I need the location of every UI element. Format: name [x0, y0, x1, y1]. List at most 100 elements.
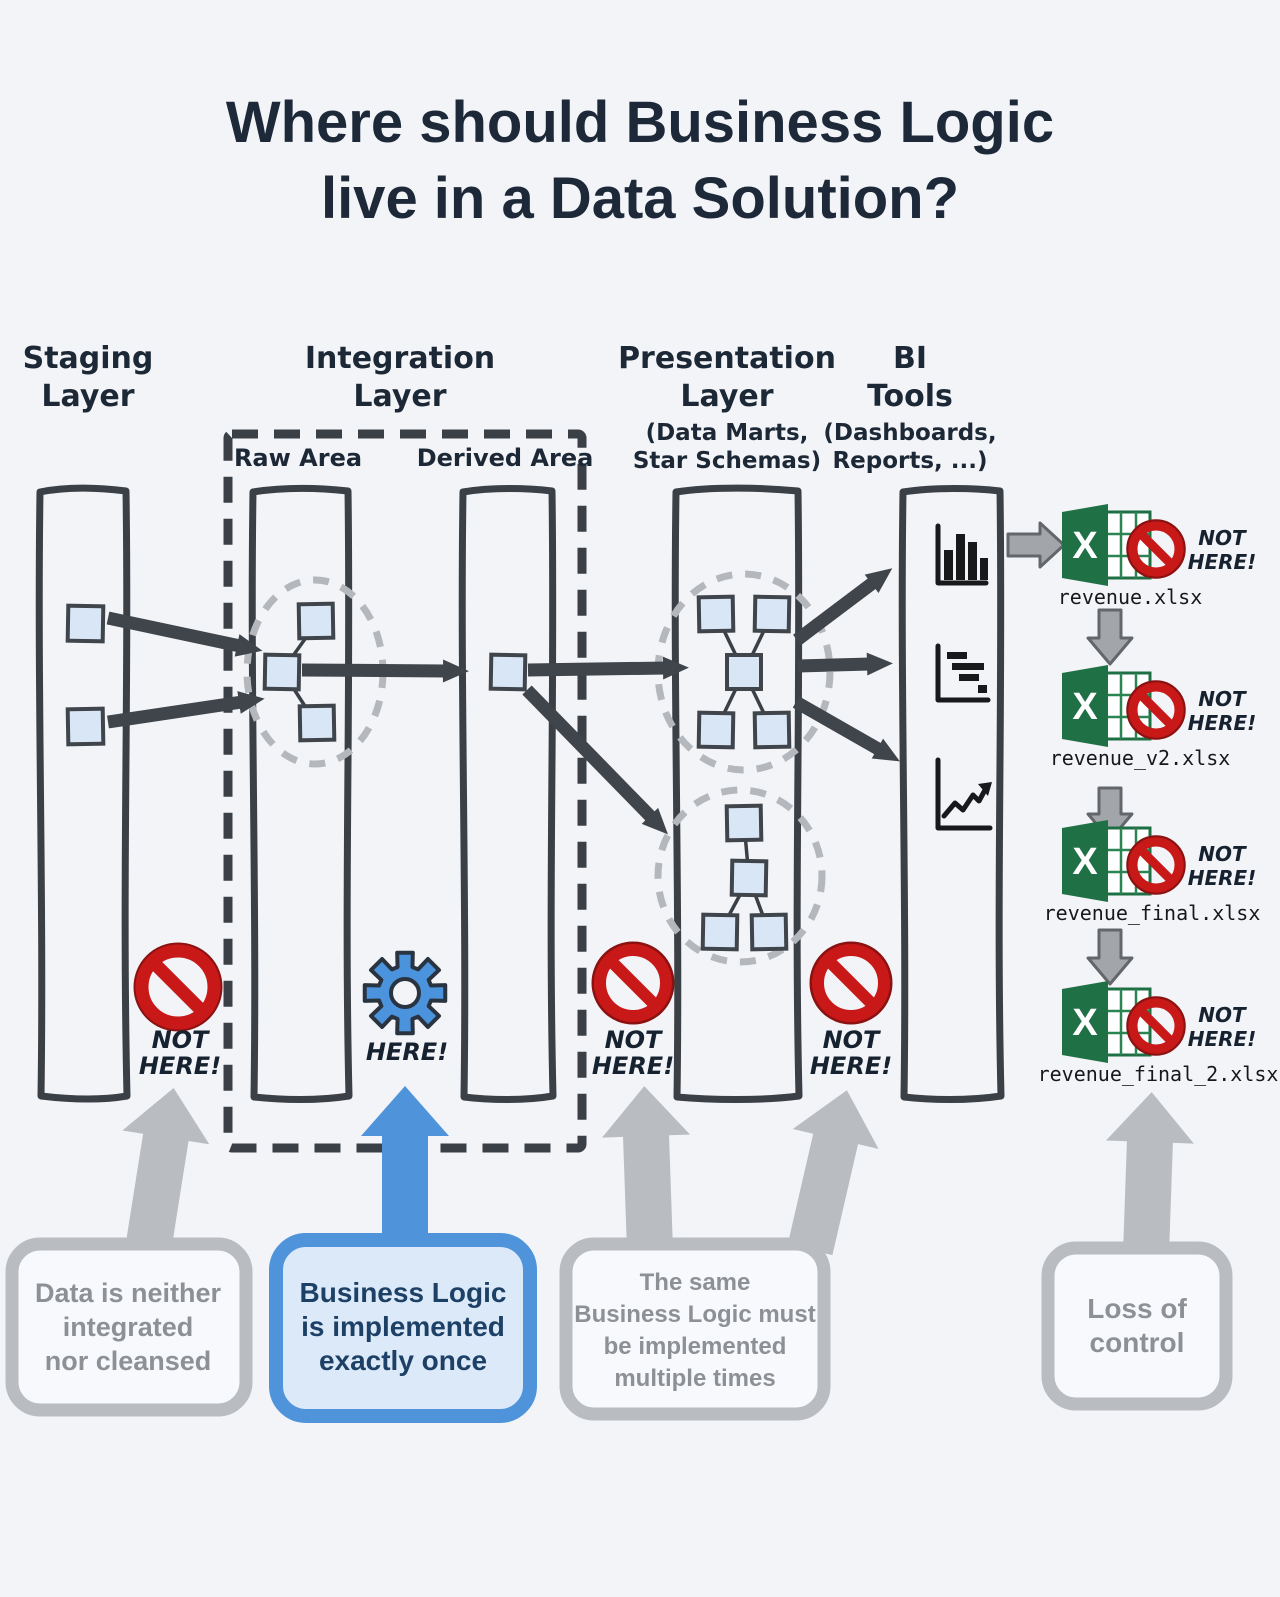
integration-layer-title-2: Layer [353, 379, 446, 414]
arrow-presentation-to-gantt [797, 652, 893, 676]
prohibition-icon [1126, 996, 1186, 1056]
presentation-verdict: NOT HERE! [591, 941, 675, 1080]
prohibition-icon [1126, 519, 1186, 579]
star-schema-upper [696, 594, 792, 750]
excel-item-2: X NOT HERE! revenue_v2.xlsx [1050, 665, 1257, 770]
prohibition-icon [591, 941, 675, 1025]
arrow-staging-to-raw-2 [107, 691, 265, 729]
verdict-label: HERE! [1188, 866, 1257, 890]
dimension-table [700, 912, 740, 952]
title-line-2: live in a Data Solution? [321, 166, 959, 231]
bar-chart-icon [935, 523, 989, 586]
callout-line: is implemented [301, 1311, 505, 1342]
presentation-layer-title: Presentation [618, 341, 836, 376]
dimension-table [752, 594, 792, 634]
derived-data-entity [488, 652, 528, 692]
excel-filename: revenue_final_2.xlsx [1038, 1062, 1279, 1086]
arrow-down-icon [1086, 928, 1134, 986]
callout-line: nor cleansed [45, 1346, 212, 1376]
verdict-label: NOT [1198, 526, 1247, 550]
bi-verdict: NOT HERE! [809, 941, 893, 1080]
excel-x-glyph: X [1072, 686, 1098, 728]
callout-line: control [1090, 1327, 1185, 1358]
arrow-callout-to-integration [361, 1086, 449, 1254]
callout-integration: Business Logic is implemented exactly on… [269, 1233, 537, 1423]
arrow-derived-to-presentation [527, 656, 689, 680]
verdict-label: HERE! [592, 1052, 674, 1080]
title-line-1: Where should Business Logic [226, 90, 1054, 155]
excel-filename: revenue.xlsx [1058, 585, 1203, 609]
dimension-table [749, 912, 789, 952]
data-entity [65, 706, 106, 747]
arrow-callout-to-bi [787, 1090, 879, 1256]
fact-table [729, 858, 769, 898]
excel-filename: revenue_final.xlsx [1044, 901, 1261, 925]
excel-x-glyph: X [1072, 1002, 1098, 1044]
presentation-layer-subtitle-2: Star Schemas) [633, 448, 821, 474]
data-entity [297, 703, 337, 743]
callout-box [5, 1237, 253, 1417]
dimension-table [696, 710, 736, 750]
verdict-label: NOT [1198, 687, 1247, 711]
callout-box [269, 1233, 537, 1423]
integration-layer-title: Integration [305, 341, 495, 376]
arrow-presentation-to-bar-chart [793, 568, 893, 646]
callout-presentation: The same Business Logic must be implemen… [559, 1237, 831, 1421]
verdict-label: HERE! [1188, 711, 1257, 735]
staging-layer-title: Staging [23, 341, 154, 376]
presentation-column [671, 484, 803, 1103]
prohibition-icon [809, 941, 893, 1025]
star-schema-circle-upper [654, 570, 834, 774]
arrow-down-icon [1086, 608, 1134, 666]
callout-line: integrated [63, 1312, 194, 1342]
presentation-layer-subtitle: (Data Marts, [646, 420, 809, 446]
layer-headers: Staging Layer Integration Layer Presenta… [23, 341, 997, 474]
presentation-layer-title-2: Layer [680, 379, 773, 414]
arrow-presentation-to-line-chart [792, 696, 900, 762]
derived-area-label: Derived Area [417, 444, 594, 472]
arrow-staging-to-raw-1 [106, 611, 263, 657]
integration-verdict: HERE! [362, 950, 448, 1066]
callout-line: be implemented [604, 1333, 787, 1360]
verdict-label: HERE! [366, 1038, 448, 1066]
verdict-label: NOT [152, 1026, 210, 1054]
verdict-label: NOT [1198, 842, 1247, 866]
staging-layer-title-2: Layer [41, 379, 134, 414]
excel-item-1: X NOT HERE! revenue.xlsx [1058, 504, 1257, 609]
flow-arrows [106, 568, 900, 835]
callout-box [1041, 1241, 1233, 1411]
excel-file-icon: X [1062, 820, 1186, 902]
verdict-label: HERE! [1188, 550, 1257, 574]
line-chart-icon [935, 757, 993, 831]
callout-line: Loss of [1087, 1293, 1187, 1324]
callout-line: The same [640, 1269, 751, 1296]
gear-icon [362, 950, 448, 1036]
excel-item-3: X NOT HERE! revenue_final.xlsx [1044, 820, 1261, 925]
fact-table [725, 653, 763, 691]
raw-area-label: Raw Area [234, 444, 362, 472]
dimension-table [752, 710, 792, 750]
staging-verdict: NOT HERE! [133, 942, 223, 1080]
star-schema-lower [700, 803, 789, 952]
data-entity [65, 603, 106, 644]
bi-tools-subtitle-2: Reports, ...) [832, 448, 987, 474]
excel-file-icon: X [1062, 504, 1186, 586]
arrow-raw-to-derived [301, 659, 469, 683]
excel-x-glyph: X [1072, 841, 1098, 883]
bi-tools-column [898, 485, 1005, 1103]
excel-file-icon: X [1062, 981, 1186, 1063]
dimension-table [696, 594, 736, 634]
callout-loss-of-control: Loss of control [1041, 1241, 1233, 1411]
bi-tools-title: BI [893, 341, 927, 376]
star-schema-circle-lower [654, 786, 826, 966]
data-entity [296, 601, 336, 641]
derived-area-column [458, 485, 557, 1103]
verdict-label: NOT [823, 1026, 881, 1054]
prohibition-icon [1126, 680, 1186, 740]
verdict-label: NOT [605, 1026, 663, 1054]
prohibition-icon [1126, 835, 1186, 895]
excel-chain [1006, 521, 1134, 986]
verdict-label: HERE! [1188, 1027, 1257, 1051]
